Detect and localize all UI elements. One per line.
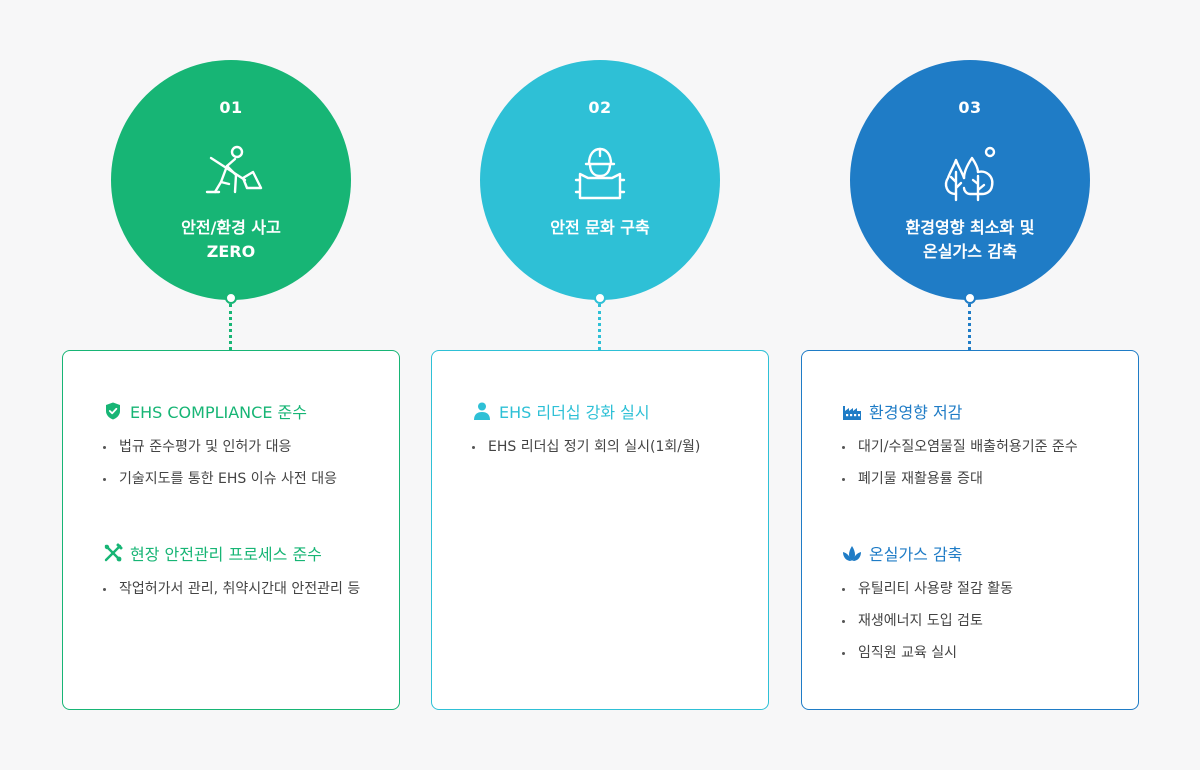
connector-line [229, 304, 232, 350]
connector-dot [225, 292, 237, 304]
hardhat-blueprint-icon [568, 142, 632, 206]
card-section: 현장 안전관리 프로세스 준수 작업허가서 관리, 취약시간대 안전관리 등 [103, 541, 383, 611]
list-item: 폐기물 재활용률 증대 [842, 469, 1122, 489]
list-item: EHS 리더십 정기 회의 실시(1회/월) [472, 437, 752, 457]
list-item: 재생에너지 도입 검토 [842, 611, 1122, 631]
connector-dot [964, 292, 976, 304]
list-item: 작업허가서 관리, 취약시간대 안전관리 등 [103, 579, 383, 599]
pillar-circle: 01 안전/환경 사고 ZERO [111, 60, 351, 300]
pillar-card: EHS COMPLIANCE 준수 법규 준수평가 및 인허가 대응 기술지도를… [62, 350, 400, 710]
connector-line [968, 304, 971, 350]
pillar-card: EHS 리더십 강화 실시 EHS 리더십 정기 회의 실시(1회/월) [431, 350, 769, 710]
pillar-title-line: 안전/환경 사고 [181, 218, 281, 237]
section-heading-text: 온실가스 감축 [869, 545, 963, 564]
connector-line [598, 304, 601, 350]
pillar-number: 02 [588, 98, 612, 117]
bullet-list: 법규 준수평가 및 인허가 대응 기술지도를 통한 EHS 이슈 사전 대응 [103, 437, 383, 489]
section-heading-text: 현장 안전관리 프로세스 준수 [130, 545, 322, 564]
section-heading: EHS COMPLIANCE 준수 [103, 399, 383, 423]
section-heading: 현장 안전관리 프로세스 준수 [103, 541, 383, 565]
pillar-title-line: 안전 문화 구축 [550, 218, 650, 237]
bullet-list: EHS 리더십 정기 회의 실시(1회/월) [472, 437, 752, 457]
pillar-1: 01 안전/환경 사고 ZERO EHS COMPLIANC [62, 0, 400, 770]
card-section: EHS 리더십 강화 실시 EHS 리더십 정기 회의 실시(1회/월) [472, 399, 752, 469]
factory-icon [842, 401, 862, 421]
section-heading-text: EHS 리더십 강화 실시 [499, 403, 650, 422]
list-item: 법규 준수평가 및 인허가 대응 [103, 437, 383, 457]
list-item: 대기/수질오염물질 배출허용기준 준수 [842, 437, 1122, 457]
pillar-title-line: 온실가스 감축 [923, 242, 1017, 261]
list-item: 유틸리티 사용량 절감 활동 [842, 579, 1122, 599]
pillar-title: 안전/환경 사고 ZERO [121, 216, 341, 264]
card-section: 온실가스 감축 유틸리티 사용량 절감 활동 재생에너지 도입 검토 임직원 교… [842, 541, 1122, 675]
pillar-number: 01 [219, 98, 243, 117]
person-icon [472, 401, 492, 421]
pillar-title: 안전 문화 구축 [490, 216, 710, 240]
shield-check-icon [103, 401, 123, 421]
bullet-list: 유틸리티 사용량 절감 활동 재생에너지 도입 검토 임직원 교육 실시 [842, 579, 1122, 663]
connector-dot [594, 292, 606, 304]
pillar-circle: 03 환경영향 최소화 및 온실가스 감축 [850, 60, 1090, 300]
trees-sun-icon [938, 142, 1002, 206]
section-heading-text: 환경영향 저감 [869, 403, 963, 422]
pillar-circle: 02 안전 문화 구축 [480, 60, 720, 300]
card-section: 환경영향 저감 대기/수질오염물질 배출허용기준 준수 폐기물 재활용률 증대 [842, 399, 1122, 501]
list-item: 기술지도를 통한 EHS 이슈 사전 대응 [103, 469, 383, 489]
bullet-list: 작업허가서 관리, 취약시간대 안전관리 등 [103, 579, 383, 599]
pillar-number: 03 [958, 98, 982, 117]
wrench-screwdriver-icon [103, 543, 123, 563]
pillar-title-line: 환경영향 최소화 및 [905, 218, 1035, 237]
pillar-card: 환경영향 저감 대기/수질오염물질 배출허용기준 준수 폐기물 재활용률 증대 … [801, 350, 1139, 710]
section-heading-text: EHS COMPLIANCE 준수 [130, 403, 307, 422]
section-heading: 온실가스 감축 [842, 541, 1122, 565]
pillar-3: 03 환경영향 최소화 및 온실가스 감축 환경영향 저감 [801, 0, 1139, 770]
section-heading: 환경영향 저감 [842, 399, 1122, 423]
leaf-icon [842, 543, 862, 563]
pillar-title-line: ZERO [206, 242, 256, 261]
list-item: 임직원 교육 실시 [842, 643, 1122, 663]
card-section: EHS COMPLIANCE 준수 법규 준수평가 및 인허가 대응 기술지도를… [103, 399, 383, 501]
worker-shovel-icon [199, 142, 263, 206]
pillar-2: 02 안전 문화 구축 EHS 리더십 강화 실시 [431, 0, 769, 770]
bullet-list: 대기/수질오염물질 배출허용기준 준수 폐기물 재활용률 증대 [842, 437, 1122, 489]
pillar-title: 환경영향 최소화 및 온실가스 감축 [860, 216, 1080, 264]
section-heading: EHS 리더십 강화 실시 [472, 399, 752, 423]
